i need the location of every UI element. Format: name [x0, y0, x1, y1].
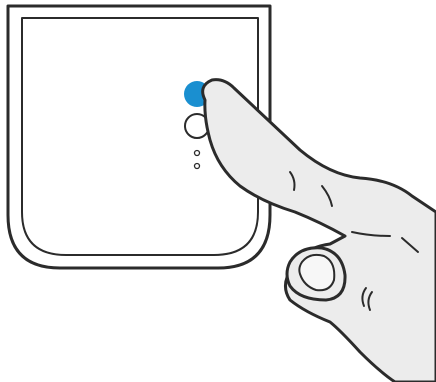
indicator-dot-icon — [195, 164, 200, 169]
indicator-dot-icon — [195, 151, 200, 156]
